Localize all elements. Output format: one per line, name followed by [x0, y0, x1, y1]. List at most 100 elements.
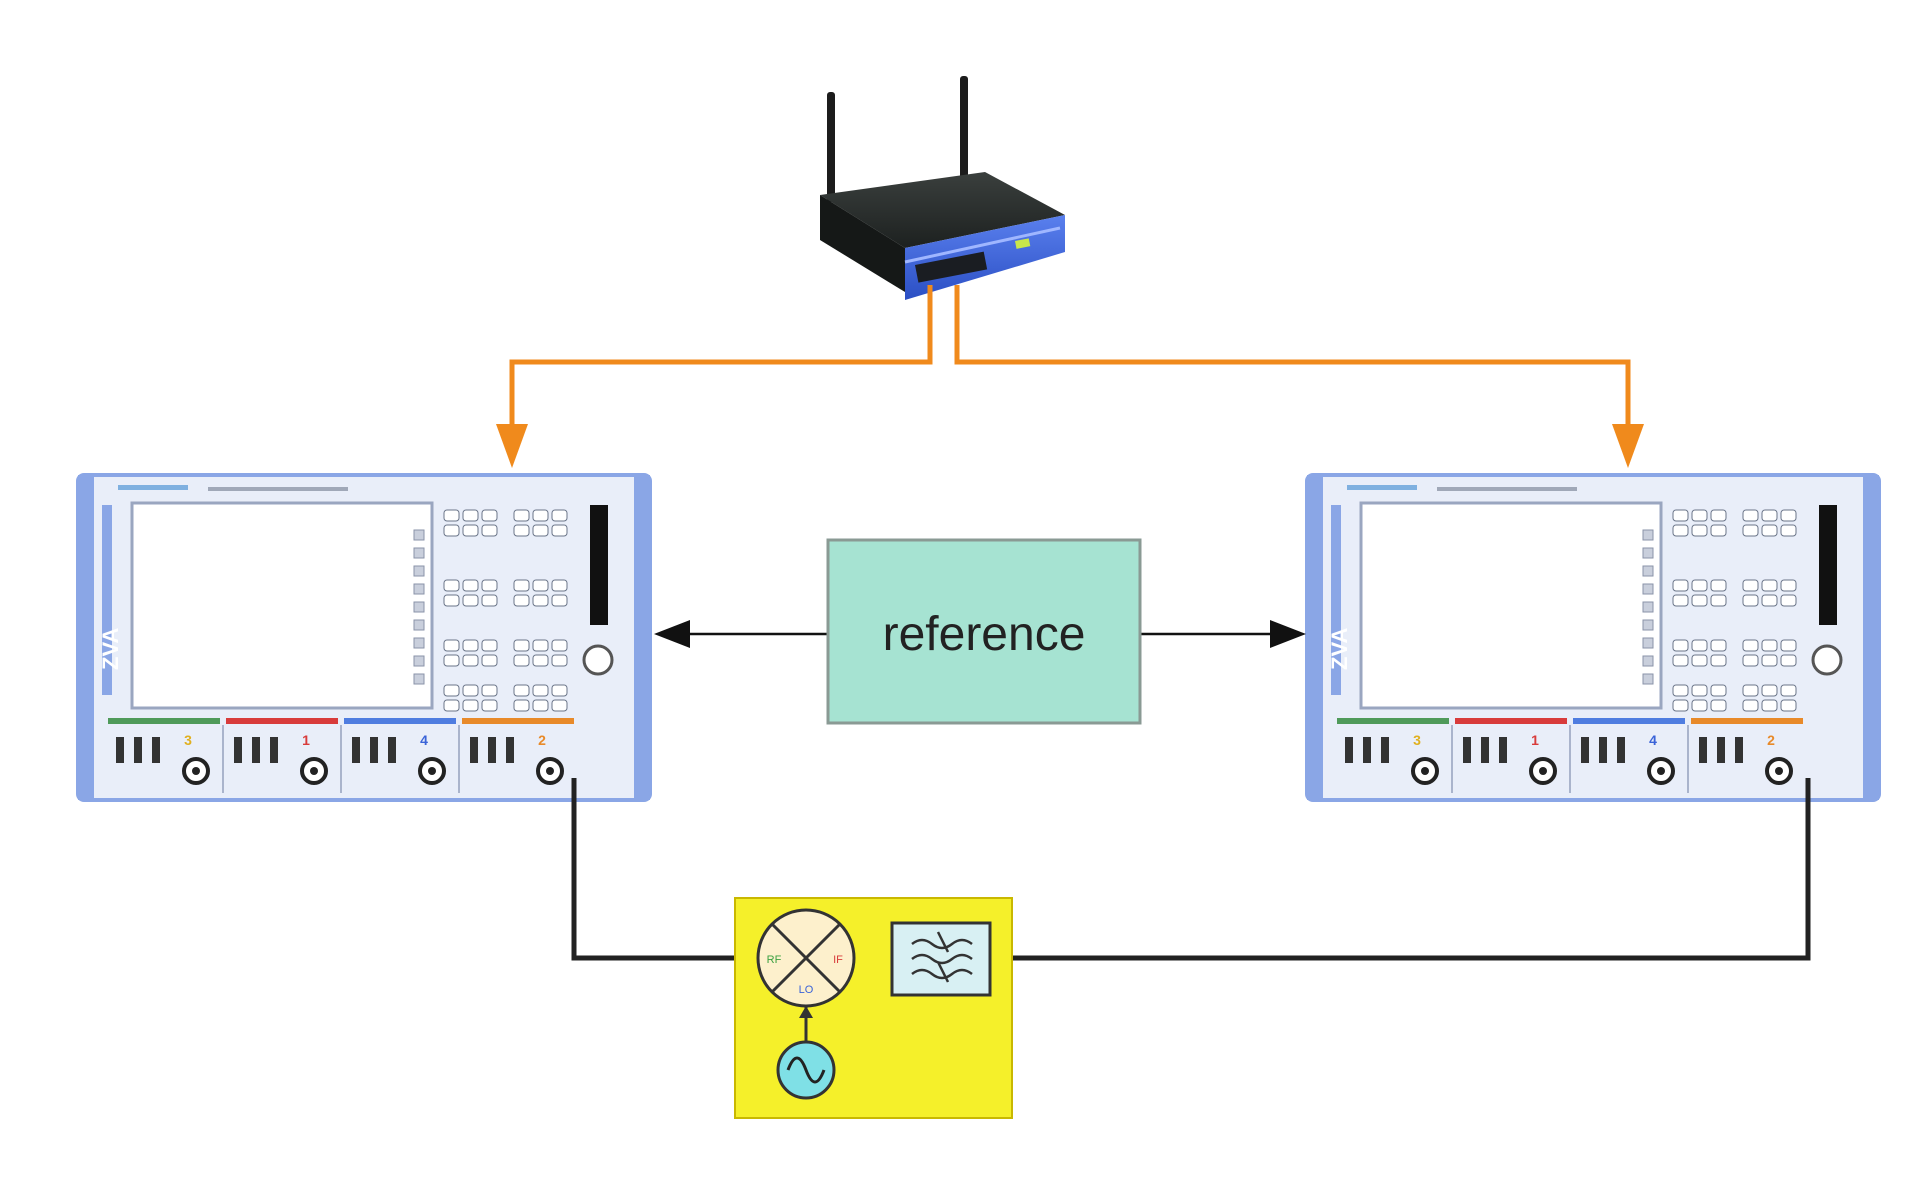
analyzer-bias-tee: [1481, 737, 1489, 763]
analyzer-key: [532, 594, 549, 607]
analyzer-key: [1780, 639, 1797, 652]
filter-wave-2: [911, 953, 973, 965]
analyzer-side-strip: [102, 505, 112, 695]
analyzer-key: [481, 639, 498, 652]
analyzer-bias-tee: [1345, 737, 1353, 763]
analyzer-key: [1742, 654, 1759, 667]
analyzer-key: [1710, 579, 1727, 592]
analyzer-key: [513, 509, 530, 522]
analyzer-bias-tee: [506, 737, 514, 763]
analyzer-port-bar: [226, 718, 338, 724]
analyzer-key: [1691, 524, 1708, 537]
analyzer-port-bar: [462, 718, 574, 724]
analyzer-display-strip: [1819, 505, 1837, 625]
analyzer-key: [462, 654, 479, 667]
analyzer-bias-tee: [270, 737, 278, 763]
analyzer-key: [443, 509, 460, 522]
analyzer-key: [1710, 684, 1727, 697]
analyzer-key: [1710, 594, 1727, 607]
analyzer-key: [1691, 684, 1708, 697]
analyzer-key: [532, 699, 549, 712]
analyzer-bias-tee: [1735, 737, 1743, 763]
sine-oscillator-icon: [776, 1040, 836, 1100]
analyzer-port-center: [1657, 767, 1665, 775]
analyzer-key: [1672, 579, 1689, 592]
analyzer-key: [1780, 524, 1797, 537]
lo-feed-arrowhead: [799, 1006, 813, 1018]
lan-cable-left-arrowhead: [496, 424, 528, 468]
analyzer-key: [1761, 699, 1778, 712]
analyzer-key: [462, 509, 479, 522]
analyzer-port-bar: [1691, 718, 1803, 724]
analyzer-key: [551, 579, 568, 592]
analyzer-key: [1691, 699, 1708, 712]
analyzer-key: [1761, 594, 1778, 607]
analyzer-key: [513, 654, 530, 667]
reference-arrowhead-left: [654, 620, 690, 648]
analyzer-bias-tee: [234, 737, 242, 763]
analyzer-softkey: [413, 565, 425, 577]
analyzer-key: [551, 699, 568, 712]
analyzer-key: [1710, 699, 1727, 712]
rf-cable-right: [990, 778, 1811, 961]
lan-cable-right: [954, 285, 1631, 448]
analyzer-key: [462, 524, 479, 537]
router-ports: [915, 251, 988, 283]
analyzer-key: [532, 654, 549, 667]
analyzer-port-label: 3: [184, 732, 192, 748]
lowpass-filter-icon: [890, 921, 992, 997]
analyzer-key: [1780, 684, 1797, 697]
analyzer-rotary-knob: [1811, 644, 1843, 676]
analyzer-port-center: [1421, 767, 1429, 775]
analyzer-key: [1780, 594, 1797, 607]
analyzer-key: [443, 639, 460, 652]
analyzer-key: [462, 684, 479, 697]
analyzer-softkey: [413, 637, 425, 649]
analyzer-key: [443, 684, 460, 697]
analyzer-key: [481, 524, 498, 537]
analyzer-key: [1691, 509, 1708, 522]
analyzer-rotary-knob: [582, 644, 614, 676]
analyzer-key: [462, 594, 479, 607]
oscillator-sine: [786, 1056, 826, 1084]
rf-cable-left: [571, 778, 760, 961]
analyzer-key: [1780, 654, 1797, 667]
antenna-left: [827, 92, 835, 202]
analyzer-bias-tee: [1381, 737, 1389, 763]
analyzer-key: [1691, 639, 1708, 652]
router-top: [820, 172, 1065, 248]
analyzer-key: [551, 639, 568, 652]
analyzer-port-label: 2: [538, 732, 546, 748]
analyzer-port-bar: [1337, 718, 1449, 724]
analyzer-port-center: [546, 767, 554, 775]
analyzer-softkey: [1642, 547, 1654, 559]
analyzer-key: [1710, 639, 1727, 652]
analyzer-bias-tee: [1599, 737, 1607, 763]
analyzer-key: [1672, 524, 1689, 537]
analyzer-model-label: ZVA: [98, 628, 123, 670]
analyzer-bias-tee: [370, 737, 378, 763]
analyzer-key: [443, 654, 460, 667]
filter-slash-2: [936, 961, 950, 983]
dut-block: RF IF LO: [734, 897, 1013, 1119]
analyzer-port-bar: [108, 718, 220, 724]
analyzer-softkey: [413, 655, 425, 667]
analyzer-key: [1761, 579, 1778, 592]
analyzer-port-bar: [1573, 718, 1685, 724]
analyzer-port-center: [428, 767, 436, 775]
analyzer-key: [1761, 509, 1778, 522]
lan-cable-right-arrowhead: [1612, 424, 1644, 468]
analyzer-bias-tee: [352, 737, 360, 763]
analyzer-key: [551, 684, 568, 697]
analyzer-port-label: 4: [420, 732, 428, 748]
reference-box: [826, 538, 1142, 725]
analyzer-key: [1742, 509, 1759, 522]
analyzer-key: [443, 579, 460, 592]
analyzer-bias-tee: [116, 737, 124, 763]
analyzer-model-label: ZVA: [1327, 628, 1352, 670]
analyzer-key: [1742, 699, 1759, 712]
mixer-if-label: IF: [833, 954, 843, 966]
analyzer-key: [1742, 594, 1759, 607]
analyzer-key: [513, 684, 530, 697]
analyzer-key: [1672, 654, 1689, 667]
